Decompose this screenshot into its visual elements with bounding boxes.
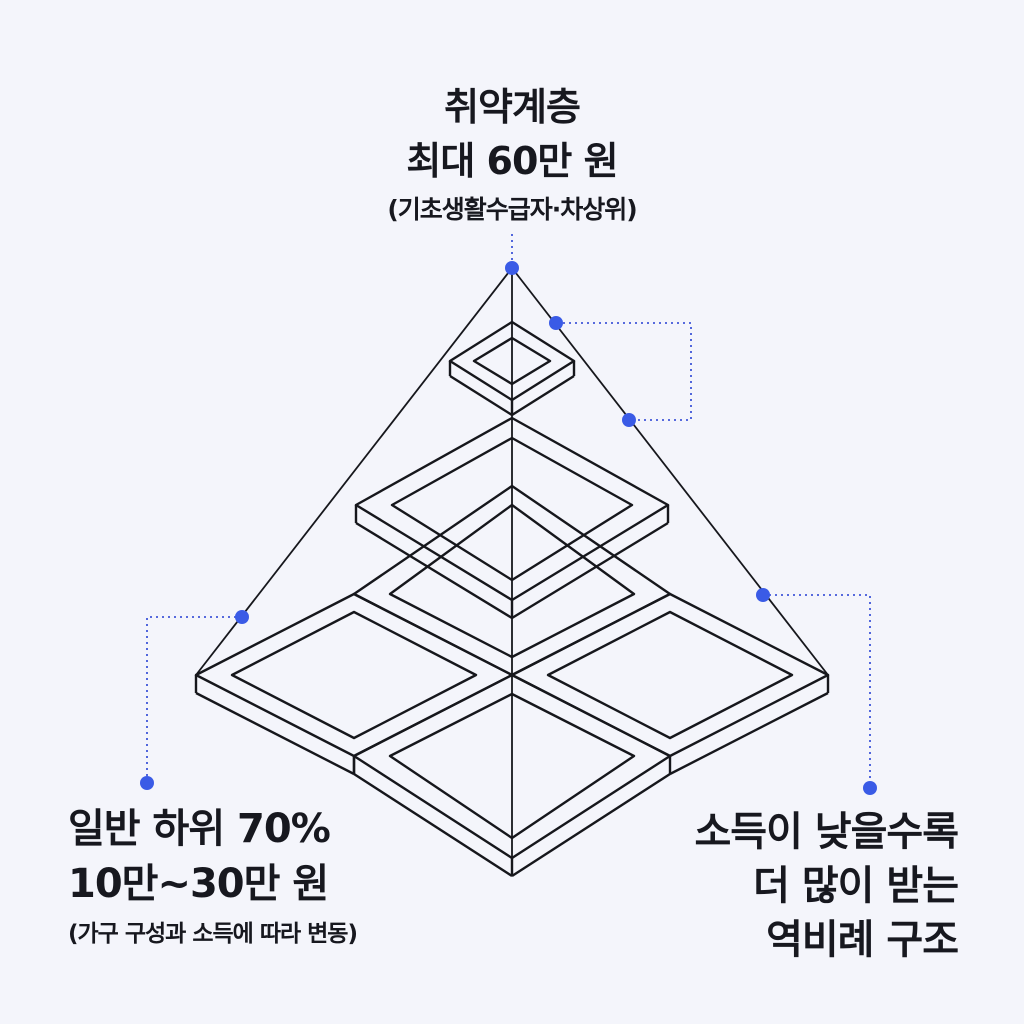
top-tier (448, 320, 576, 417)
leader-left (146, 616, 242, 783)
bottom-tier (194, 484, 830, 878)
top-tier-title: 취약계층 (444, 85, 581, 129)
middle-tier (354, 416, 670, 620)
structure-note-line3: 역비례 구조 (766, 917, 959, 963)
pyramid-left-edge (195, 267, 513, 676)
marker-dot-upper-right (549, 316, 563, 330)
bottom-frame-front (352, 673, 672, 878)
leader-right (763, 594, 871, 788)
leader-bracket-right (557, 322, 692, 421)
marker-dot-left-edge (235, 610, 249, 624)
general-tier-note: (가구 구성과 소득에 따라 변동) (68, 921, 358, 947)
top-tier-note: (기초생활수급자·차상위) (387, 195, 637, 224)
marker-dot-apex (505, 261, 519, 275)
marker-dot-mid-right (622, 413, 636, 427)
pyramid-right-edge (511, 267, 829, 676)
marker-dot-right-end (863, 781, 877, 795)
marker-dot-right-edge (756, 588, 770, 602)
marker-dot-left-end (140, 776, 154, 790)
structure-note-line2: 더 많이 받는 (753, 863, 959, 909)
general-tier-title: 일반 하위 70% (68, 806, 331, 852)
top-tier-amount: 최대 60만 원 (406, 139, 618, 183)
general-tier-amount: 10만~30만 원 (68, 861, 329, 907)
bottom-frame-right (510, 592, 830, 776)
structure-note-line1: 소득이 낮을수록 (694, 809, 959, 855)
